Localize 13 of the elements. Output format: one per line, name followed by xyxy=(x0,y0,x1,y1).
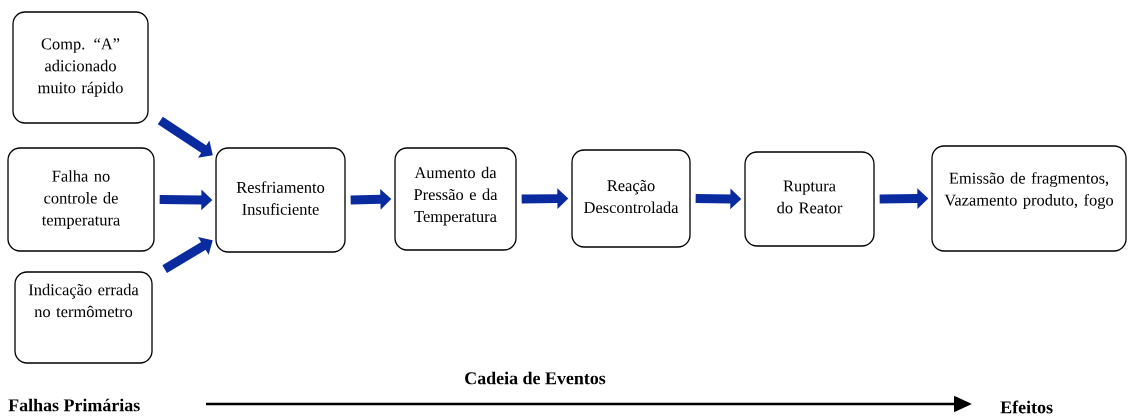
process-box: Emissão de fragmentos, Vazamento produto, fogo xyxy=(931,145,1127,252)
process-box: Reação Descontrolada xyxy=(571,149,691,248)
process-box: Aumento da Pressão e da Temperatura xyxy=(394,147,517,251)
process-box: Indicação errada no termômetro xyxy=(14,271,153,364)
process-box: Ruptura do Reator xyxy=(744,151,875,247)
process-box: Falha no controle de temperatura xyxy=(7,147,155,252)
block-arrow xyxy=(162,237,213,273)
axis-label: Cadeia de Eventos xyxy=(465,371,606,385)
process-box: Resfriamento Insuficiente xyxy=(215,147,346,253)
axis-label: Efeitos xyxy=(1000,400,1053,414)
block-arrow xyxy=(157,116,213,158)
process-box: Comp. “A” adicionado muito rápido xyxy=(12,11,149,124)
axis-label: Falhas Primárias xyxy=(8,398,140,412)
